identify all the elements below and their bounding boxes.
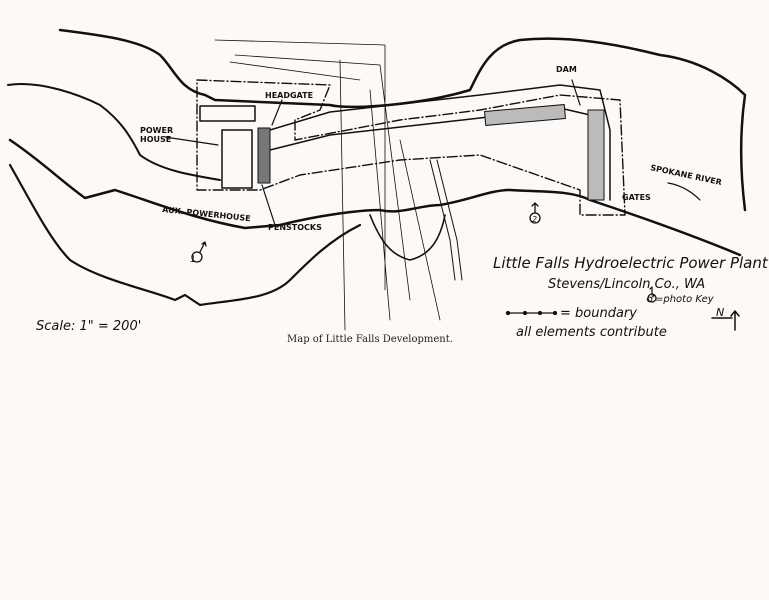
legend-north-label: N bbox=[716, 306, 724, 319]
dam-arm bbox=[587, 109, 605, 201]
label-power-house-line2: HOUSE bbox=[140, 135, 171, 144]
map-scale: Scale: 1" = 200' bbox=[36, 319, 141, 334]
boundary-legend-symbol bbox=[505, 310, 558, 316]
survey-lines bbox=[214, 39, 441, 331]
north-bank-inner bbox=[7, 83, 221, 181]
photo-key-legend-icon bbox=[647, 286, 657, 303]
photo-key-1-number: 1 bbox=[190, 255, 196, 265]
label-dam: DAM bbox=[556, 65, 577, 74]
map-title-line1: Little Falls Hydroelectric Power Plant bbox=[493, 254, 769, 272]
powerhouse-building bbox=[221, 129, 253, 189]
south-outer-shore bbox=[8, 163, 362, 307]
label-power-house-line1: POWER bbox=[140, 126, 173, 135]
dam-structure bbox=[484, 104, 566, 126]
river-flow-arrow bbox=[667, 182, 701, 201]
legend-boundary-text: = boundary bbox=[560, 306, 637, 321]
legend-note: all elements contribute bbox=[516, 325, 667, 340]
map-caption: Map of Little Falls Development. bbox=[287, 334, 453, 345]
north-shoreline bbox=[58, 28, 747, 212]
headgate-arrow bbox=[271, 99, 283, 126]
intake-structure bbox=[199, 105, 256, 122]
map-title-line2: Stevens/Lincoln Co., WA bbox=[548, 277, 705, 292]
label-headgate: HEADGATE bbox=[265, 91, 313, 100]
railroad bbox=[429, 159, 463, 281]
label-gates: GATES bbox=[622, 193, 651, 202]
photo-key-icon-2 bbox=[529, 202, 541, 224]
penstocks-arrow bbox=[261, 184, 276, 226]
photo-key-icon-1 bbox=[191, 241, 207, 263]
label-spokane-river: SPOKANE RIVER bbox=[650, 163, 723, 187]
dam-arrow bbox=[571, 79, 581, 106]
penstock-structure bbox=[257, 127, 271, 184]
north-arrow-icon bbox=[711, 310, 740, 331]
powerhouse-arrow bbox=[164, 136, 219, 146]
legend-photo-key-text: ♂=photo Key bbox=[646, 294, 715, 305]
label-penstocks: PENSTOCKS bbox=[268, 223, 322, 232]
photo-key-2-number: 2 bbox=[532, 215, 537, 224]
island-shore bbox=[369, 214, 446, 261]
boundary-line bbox=[196, 79, 626, 216]
